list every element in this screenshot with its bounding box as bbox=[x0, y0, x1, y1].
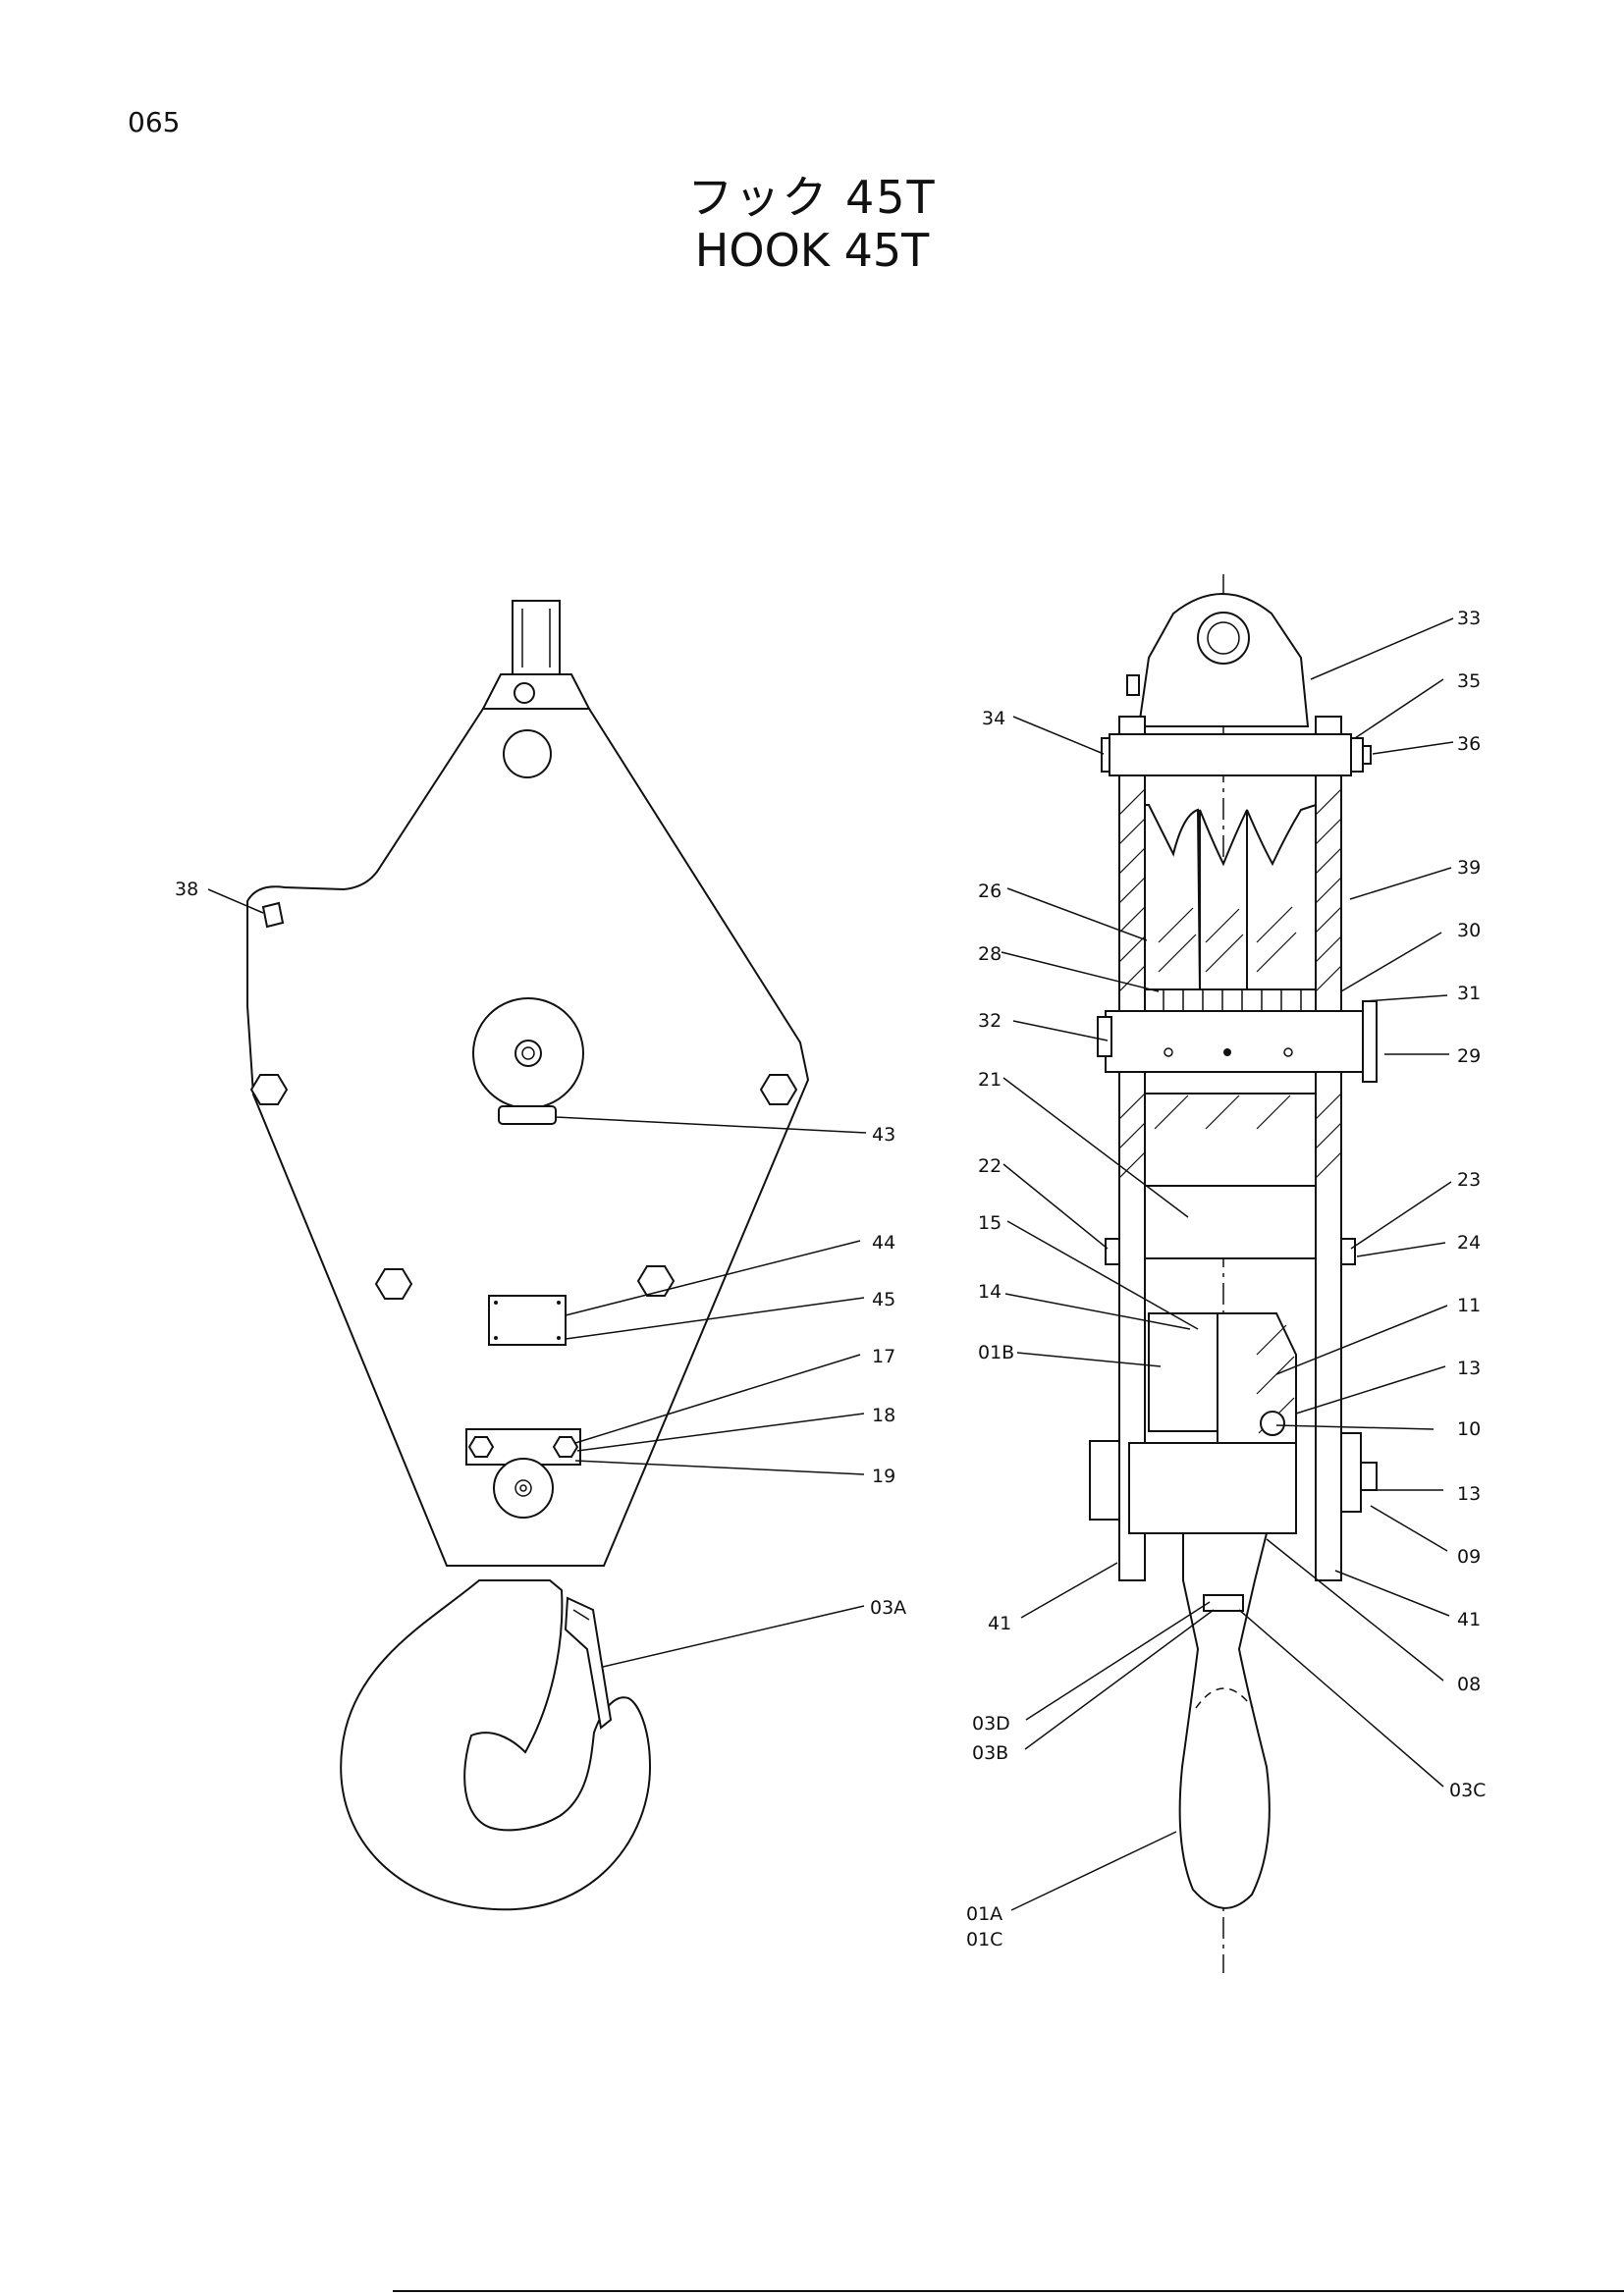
swivel-block bbox=[1128, 1442, 1297, 1534]
callout-08: 08 bbox=[1457, 1674, 1481, 1695]
page-title-english: HOOK 45T bbox=[694, 224, 930, 277]
section-view bbox=[1089, 574, 1378, 1973]
callout-23: 23 bbox=[1457, 1169, 1481, 1191]
callout-03B: 03B bbox=[972, 1742, 1008, 1764]
callout-01A: 01A bbox=[966, 1903, 1002, 1925]
callout-15: 15 bbox=[978, 1212, 1001, 1234]
side-plate bbox=[246, 708, 810, 1567]
top-pin bbox=[1109, 733, 1352, 776]
part-01B-crosshead bbox=[1148, 1312, 1218, 1432]
callout-01B: 01B bbox=[978, 1342, 1014, 1363]
callout-43: 43 bbox=[872, 1124, 895, 1146]
callout-18: 18 bbox=[872, 1405, 895, 1426]
callout-39: 39 bbox=[1457, 857, 1481, 879]
sheave-pin bbox=[1105, 1010, 1364, 1073]
part-10-ball bbox=[1260, 1411, 1285, 1436]
callout-45: 45 bbox=[872, 1289, 895, 1310]
callout-03D: 03D bbox=[972, 1713, 1010, 1735]
callout-09: 09 bbox=[1457, 1546, 1481, 1568]
callout-21: 21 bbox=[978, 1069, 1001, 1091]
hook bbox=[340, 1579, 652, 1911]
part-01A-hook-shank bbox=[1178, 1532, 1271, 1909]
top-shackle bbox=[512, 600, 561, 675]
hex-bolt-lower-right bbox=[636, 1265, 676, 1297]
callout-17: 17 bbox=[872, 1346, 895, 1367]
page-number: 065 bbox=[128, 106, 181, 138]
leader-lines bbox=[207, 617, 1454, 1911]
callout-26: 26 bbox=[978, 881, 1001, 902]
callout-01C: 01C bbox=[966, 1929, 1002, 1950]
part-03A-latch bbox=[564, 1596, 613, 1730]
callout-19: 19 bbox=[872, 1466, 895, 1487]
callout-38: 38 bbox=[175, 879, 198, 900]
hex-bolt-lower-left bbox=[374, 1268, 413, 1300]
callout-32: 32 bbox=[978, 1010, 1001, 1032]
callout-labels: 33 35 36 34 39 26 28 30 31 32 29 21 22 2… bbox=[175, 608, 1486, 1950]
callout-30: 30 bbox=[1457, 920, 1481, 941]
sheave-group bbox=[1144, 803, 1317, 992]
callout-10: 10 bbox=[1457, 1418, 1481, 1440]
spacer-block bbox=[1144, 1185, 1317, 1259]
part-43-plate bbox=[498, 1105, 557, 1125]
callout-03C: 03C bbox=[1449, 1780, 1486, 1801]
hex-bolt-left bbox=[249, 1074, 289, 1105]
callout-22: 22 bbox=[978, 1155, 1001, 1177]
upper-pin-hole bbox=[503, 729, 552, 778]
page-title-japanese: フック 45T bbox=[687, 171, 937, 224]
side-plate-right bbox=[1315, 716, 1342, 1581]
callout-41-right: 41 bbox=[1457, 1609, 1481, 1630]
callout-35: 35 bbox=[1457, 670, 1481, 692]
front-view bbox=[246, 600, 810, 1911]
callout-24: 24 bbox=[1457, 1232, 1481, 1254]
callout-36: 36 bbox=[1457, 733, 1481, 755]
callout-29: 29 bbox=[1457, 1045, 1481, 1067]
shackle-base bbox=[481, 673, 591, 710]
callout-13-upper: 13 bbox=[1457, 1358, 1481, 1379]
callout-13-lower: 13 bbox=[1457, 1483, 1481, 1505]
part-38-bolt bbox=[261, 901, 285, 929]
hex-bolt-right bbox=[759, 1074, 798, 1105]
part-44-nameplate bbox=[488, 1295, 567, 1346]
hook-nut bbox=[493, 1458, 554, 1519]
callout-41-left: 41 bbox=[988, 1613, 1011, 1634]
callout-33: 33 bbox=[1457, 608, 1481, 629]
callout-44: 44 bbox=[872, 1232, 895, 1254]
callout-14: 14 bbox=[978, 1281, 1001, 1303]
callout-34: 34 bbox=[982, 708, 1005, 729]
footer-rule bbox=[393, 2290, 1624, 2292]
callout-11: 11 bbox=[1457, 1295, 1481, 1316]
callout-31: 31 bbox=[1457, 983, 1481, 1004]
callout-03A: 03A bbox=[870, 1597, 906, 1619]
callout-28: 28 bbox=[978, 943, 1001, 965]
